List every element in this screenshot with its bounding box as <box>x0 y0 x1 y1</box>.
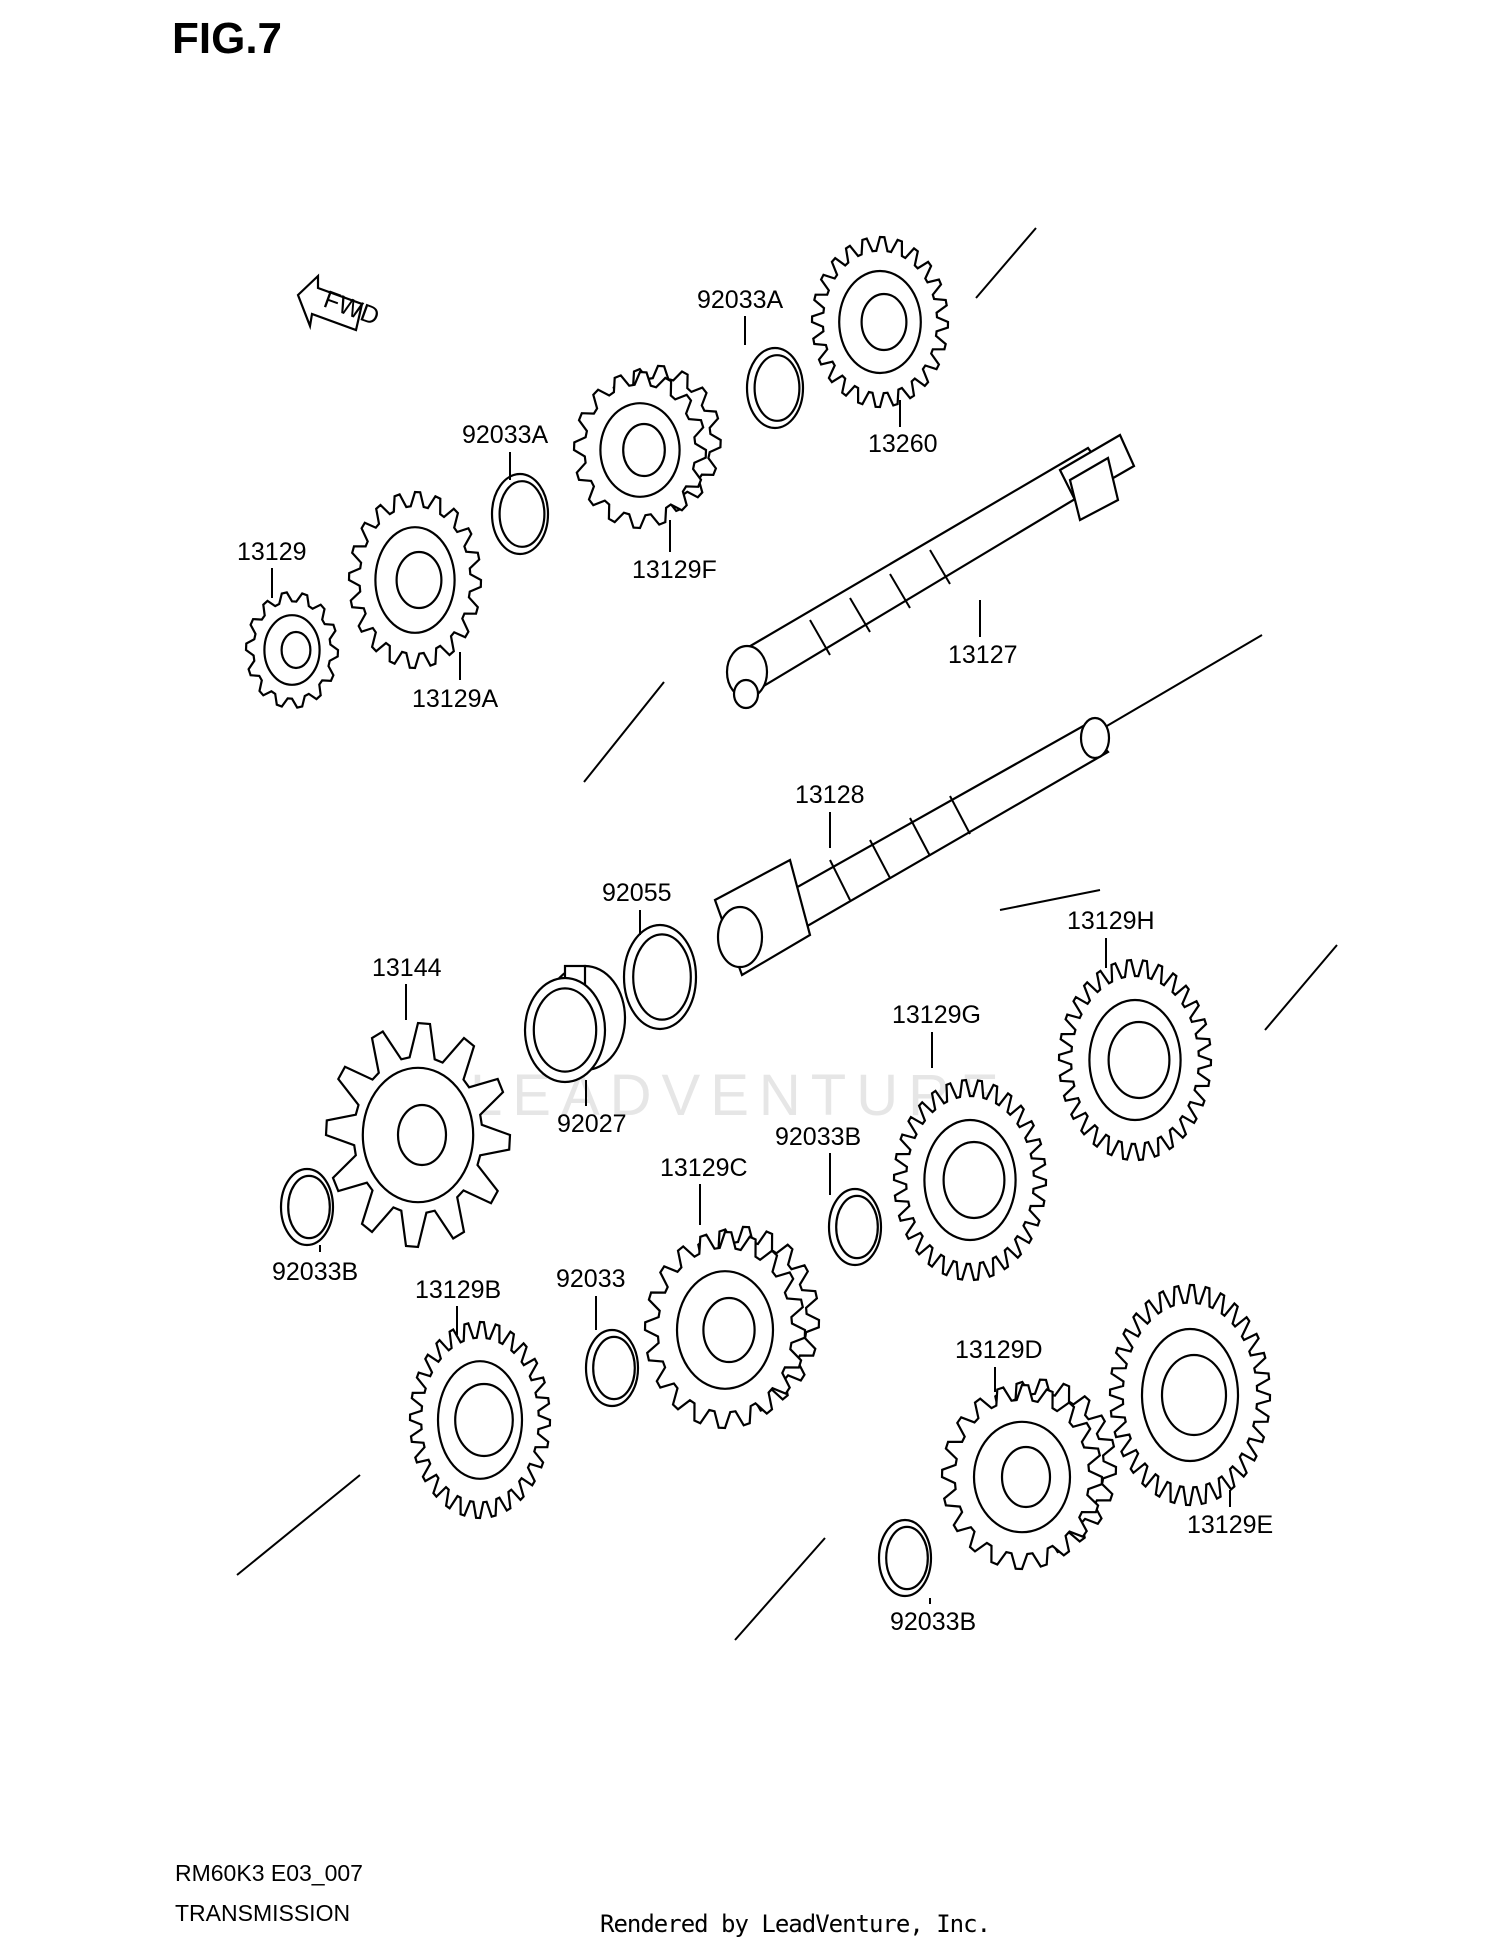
callout-13260: 13260 <box>868 400 938 458</box>
part-number-label: 13129B <box>415 1276 501 1304</box>
part-number-label: 92033B <box>272 1258 358 1286</box>
part-number-label: 13129A <box>412 685 499 713</box>
axis-lines <box>236 227 1338 1641</box>
part-13129d-gear <box>940 1378 1118 1571</box>
part-92033b-snap-ring <box>279 1167 335 1247</box>
part-number-label: 92033B <box>775 1123 861 1151</box>
part-92055-o-ring <box>622 923 698 1031</box>
callout-13129e: 13129E <box>1187 1490 1273 1539</box>
part-13129c-gear <box>643 1225 821 1430</box>
callout-92033b: 92033B <box>775 1123 861 1195</box>
callout-13129h: 13129H <box>1067 907 1155 968</box>
callout-92027: 92027 <box>557 1080 627 1138</box>
callout-13129f: 13129F <box>632 520 717 584</box>
part-13129-gear <box>244 591 340 709</box>
callout-92033: 92033 <box>556 1265 626 1330</box>
part-number-label: 13129E <box>1187 1511 1273 1539</box>
figure-title: FIG.7 <box>172 14 283 63</box>
part-number-label: 92033 <box>556 1265 626 1293</box>
fwd-arrow-icon: FWD <box>296 273 383 332</box>
part-13129f-gear <box>572 364 722 530</box>
part-number-label: 92033A <box>462 421 549 449</box>
part-number-label: 13129C <box>660 1154 748 1182</box>
part-number-label: 13129D <box>955 1336 1043 1364</box>
part-92027-bushing <box>523 964 627 1084</box>
part-13129a-gear <box>347 490 483 670</box>
callout-92033a: 92033A <box>462 421 549 480</box>
part-number-label: 92055 <box>602 879 672 907</box>
part-number-label: 92033A <box>697 286 784 314</box>
part-number-label: 13260 <box>868 430 938 458</box>
part-92033a-snap-ring <box>745 346 805 430</box>
part-13260-gear <box>810 235 950 409</box>
part-number-label: 13127 <box>948 641 1018 669</box>
callout-13129c: 13129C <box>660 1154 748 1225</box>
parts-layer <box>244 235 1272 1598</box>
part-number-label: 13129H <box>1067 907 1155 935</box>
part-13144-sprocket <box>324 1021 512 1249</box>
part-number-label: 92033B <box>890 1608 976 1636</box>
part-92033b-snap-ring <box>827 1187 883 1267</box>
callout-92055: 92055 <box>602 879 672 935</box>
part-number-label: 13129 <box>237 538 307 566</box>
part-13129b-gear <box>408 1320 552 1520</box>
callout-13129g: 13129G <box>892 1001 981 1068</box>
diagram-name: TRANSMISSION <box>175 1900 351 1926</box>
callout-13127: 13127 <box>948 600 1018 669</box>
callout-13128: 13128 <box>795 781 865 848</box>
part-number-label: 13144 <box>372 954 442 982</box>
part-number-label: 13129G <box>892 1001 981 1029</box>
callout-92033b: 92033B <box>272 1245 358 1286</box>
callout-92033b: 92033B <box>890 1598 976 1636</box>
countershaft-13128 <box>713 716 1111 977</box>
part-13129h-gear <box>1057 958 1213 1162</box>
part-13129g-gear <box>892 1078 1048 1282</box>
callout-13129b: 13129B <box>415 1276 501 1335</box>
part-number-label: 13128 <box>795 781 865 809</box>
part-92033b-snap-ring <box>877 1518 933 1598</box>
part-92033a-snap-ring <box>490 472 550 556</box>
part-number-label: 92027 <box>557 1110 627 1138</box>
callout-13129d: 13129D <box>955 1336 1043 1392</box>
diagram-code: RM60K3 E03_007 <box>175 1860 363 1886</box>
mainshaft-13127 <box>725 433 1136 710</box>
labels-layer: 92033A 13260 92033A 13129F 13129 13129A 13127 1… <box>237 286 1273 1636</box>
callout-13144: 13144 <box>372 954 442 1020</box>
callout-13129a: 13129A <box>412 652 499 713</box>
rendered-by-credit: Rendered by LeadVenture, Inc. <box>600 1910 991 1938</box>
part-13129e-gear <box>1108 1283 1272 1507</box>
callout-92033a: 92033A <box>697 286 784 345</box>
part-92033-snap-ring <box>584 1328 640 1408</box>
callout-13129: 13129 <box>237 538 307 598</box>
part-number-label: 13129F <box>632 556 717 584</box>
